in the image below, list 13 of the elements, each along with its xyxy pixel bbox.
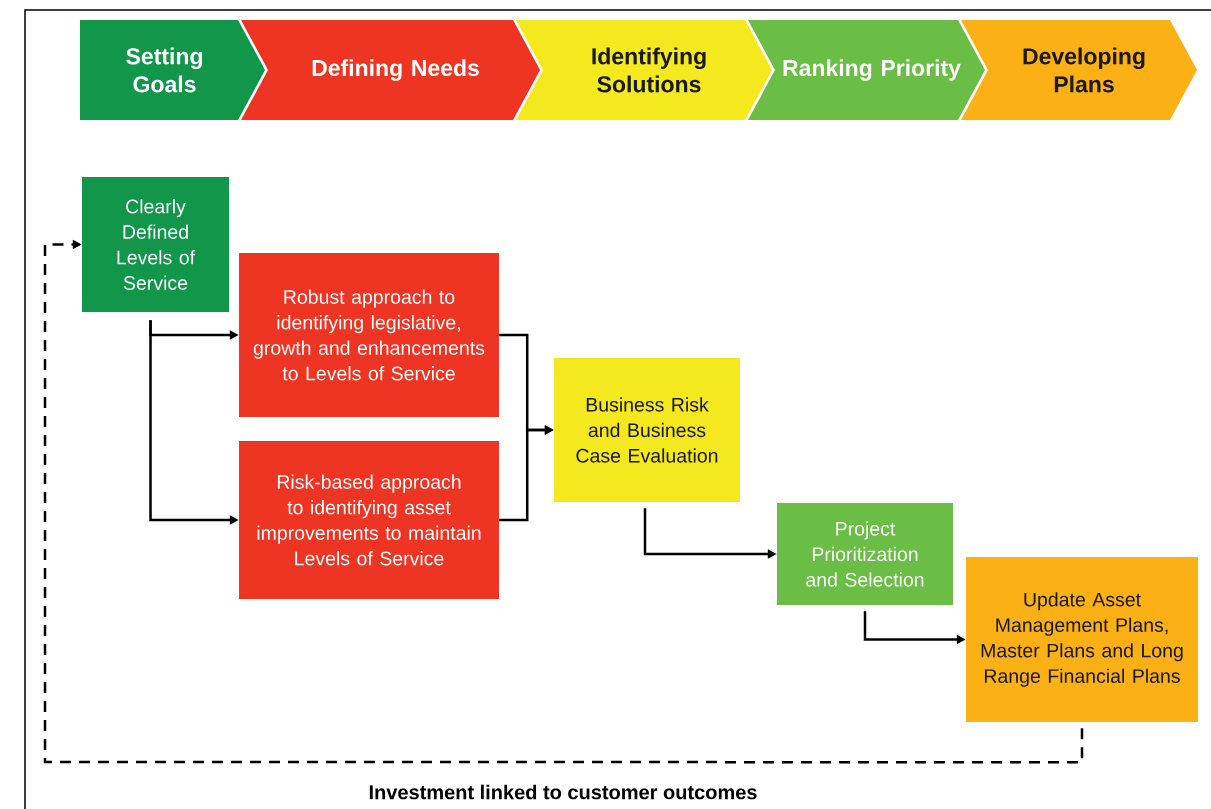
- chevron-step: Developing Plans: [961, 20, 1197, 120]
- process-box: Update Asset Management Plans, Master Plans and Long Range Financial Plans: [966, 557, 1198, 722]
- process-box: Project Prioritization and Selection: [777, 503, 953, 605]
- chevron-step: Ranking Priority: [748, 20, 985, 120]
- process-box: Clearly Defined Levels of Service: [82, 177, 229, 312]
- dashed-arrow: [43, 239, 1084, 764]
- process-box: Business Risk and Business Case Evaluation: [554, 358, 740, 502]
- chevron-step: Defining Needs: [241, 20, 540, 120]
- chevron-step: Identifying Solutions: [516, 20, 772, 120]
- process-box: Robust approach to identifying legislative, growth and enhancements to Levels of Service: [239, 253, 499, 417]
- edge-label: Investment linked to customer outcomes: [369, 784, 757, 800]
- chevron-step: Setting Goals: [80, 20, 265, 120]
- process-box: Risk-based approach to identifying asset improvements to maintain Levels of Service: [239, 441, 499, 599]
